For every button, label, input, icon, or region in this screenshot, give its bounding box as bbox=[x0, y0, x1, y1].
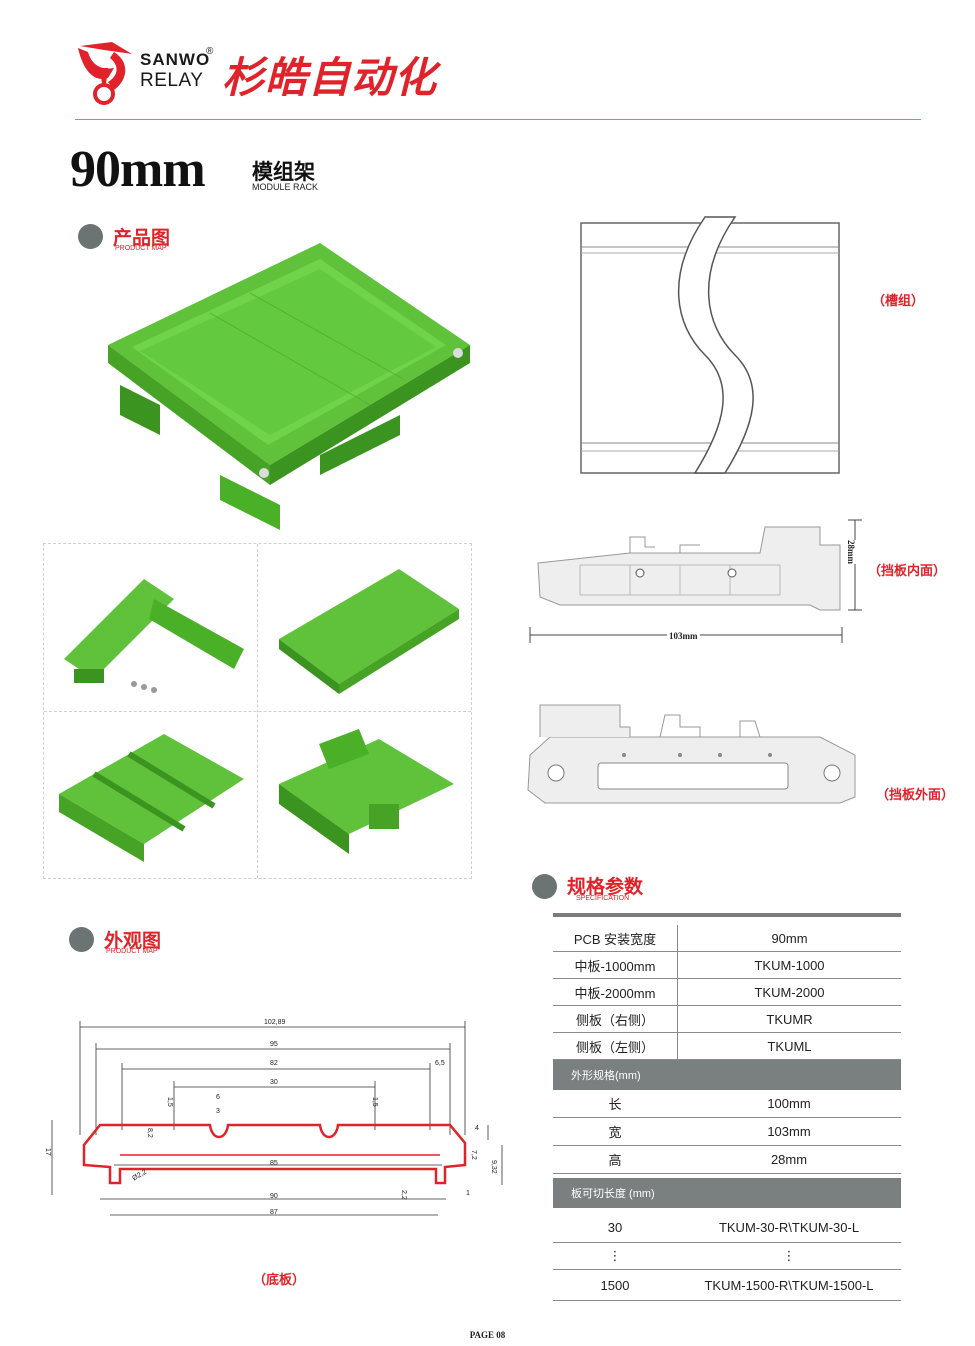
side-panel-photo bbox=[64, 579, 244, 693]
spec-value: TKUM-2000 bbox=[754, 984, 825, 1000]
spec-name: 1500 bbox=[600, 1277, 630, 1293]
dim-87: 87 bbox=[270, 1209, 278, 1216]
section-bullet-icon bbox=[78, 224, 103, 249]
dim-30: 30 bbox=[270, 1079, 278, 1086]
dim-baffle-height: 28mm bbox=[846, 540, 856, 564]
section-title-specification: 规格参数 bbox=[567, 877, 644, 898]
label-baffle-inner: （挡板内面） bbox=[868, 563, 947, 578]
page-title: 90mm bbox=[70, 141, 206, 198]
table-row: 高 28mm bbox=[553, 1146, 901, 1174]
section-subtitle-product-map: PRODUCT MAP bbox=[115, 245, 167, 252]
label-bottom-plate: （底板） bbox=[253, 1272, 306, 1287]
spec-value: TKUM-1000 bbox=[754, 957, 825, 973]
dim-baffle-width: 103mm bbox=[667, 631, 700, 641]
dim-1: 1 bbox=[466, 1190, 470, 1197]
section-title-product-map: 产品图 bbox=[113, 228, 171, 249]
table-row: 侧板（左侧） TKUML bbox=[553, 1033, 901, 1060]
table-row: ⋮⋮ bbox=[553, 1243, 901, 1270]
spec-band-cut: 板可切长度 (mm) bbox=[553, 1178, 901, 1208]
spec-value: ⋮ bbox=[782, 1248, 796, 1263]
header-divider bbox=[75, 119, 921, 120]
page-title-en: MODULE RACK bbox=[252, 182, 319, 192]
section-title-appearance: 外观图 bbox=[104, 931, 162, 952]
dim-1-5-left: 1,5 bbox=[166, 1097, 173, 1107]
baffle-outer-drawing bbox=[527, 704, 856, 804]
spec-name: 宽 bbox=[608, 1125, 622, 1140]
dim-102-89: 102,89 bbox=[264, 1019, 286, 1026]
spec-name: 中板-2000mm bbox=[553, 979, 678, 1005]
bottom-board-photo bbox=[59, 734, 244, 862]
dim-9-32: 9,32 bbox=[490, 1160, 497, 1174]
table-row: 中板-2000mm TKUM-2000 bbox=[553, 979, 901, 1006]
table-row: 中板-1000mm TKUM-1000 bbox=[553, 952, 901, 979]
dim-2-2: 2,2 bbox=[400, 1190, 407, 1200]
slot-group-drawing bbox=[580, 216, 840, 474]
dim-7-2: 7,2 bbox=[470, 1150, 477, 1160]
table-row: PCB 安装宽度 90mm bbox=[553, 925, 901, 952]
page-title-cn: 模组架 bbox=[252, 161, 315, 184]
section-bullet-icon bbox=[69, 927, 94, 952]
dim-3: 3 bbox=[216, 1108, 220, 1115]
spec-name: ⋮ bbox=[608, 1248, 622, 1263]
section-subtitle-specification: SPECIFICATION bbox=[576, 895, 630, 902]
dim-90: 90 bbox=[270, 1193, 278, 1200]
table-row: 1500 TKUM-1500-R\TKUM-1500-L bbox=[553, 1270, 901, 1301]
baffle-inner-drawing bbox=[529, 519, 862, 643]
spec-name: 30 bbox=[607, 1219, 623, 1235]
label-slot-group: （槽组） bbox=[872, 293, 925, 308]
product-photo-grid bbox=[43, 543, 472, 879]
brand-relay: RELAY bbox=[140, 70, 204, 91]
middle-board-photo bbox=[279, 569, 459, 694]
spec-table-top-bar bbox=[553, 913, 901, 917]
spec-name: 侧板（左侧） bbox=[553, 1033, 678, 1059]
spec-value: TKUMR bbox=[766, 1011, 813, 1027]
table-row: 长 100mm bbox=[553, 1090, 901, 1118]
brand-name-cn: 杉皓自动化 bbox=[222, 54, 438, 101]
dim-6-5: 6,5 bbox=[435, 1060, 445, 1067]
dim-6: 6 bbox=[216, 1094, 220, 1101]
spec-name: 长 bbox=[608, 1097, 622, 1112]
spec-table: PCB 安装宽度 90mm 中板-1000mm TKUM-1000 中板-2000m… bbox=[553, 913, 901, 1301]
spec-value: 103mm bbox=[767, 1124, 811, 1139]
dim-82: 82 bbox=[270, 1060, 278, 1067]
spec-band-outline: 外形规格(mm) bbox=[553, 1060, 901, 1090]
dim-1-5-right: 1,5 bbox=[371, 1097, 378, 1107]
sanwo-logo-icon bbox=[78, 42, 132, 105]
dim-8-2: 8,2 bbox=[146, 1128, 153, 1138]
spec-name: 中板-1000mm bbox=[553, 952, 678, 978]
registered-mark: ® bbox=[206, 46, 214, 57]
spec-name: 高 bbox=[608, 1153, 622, 1168]
spec-value: TKUML bbox=[767, 1038, 812, 1054]
spec-value: 28mm bbox=[770, 1152, 808, 1167]
dim-4: 4 bbox=[475, 1125, 479, 1132]
bottom-plate-drawing bbox=[51, 1021, 503, 1216]
spec-value: 90mm bbox=[771, 930, 808, 946]
spec-value: TKUM-30-R\TKUM-30-L bbox=[718, 1219, 860, 1235]
dim-17: 17 bbox=[44, 1148, 51, 1156]
dim-95: 95 bbox=[270, 1041, 278, 1048]
section-subtitle-appearance: PRODUCT MAP bbox=[106, 948, 158, 955]
spec-name: 侧板（右侧） bbox=[553, 1006, 678, 1032]
page-number: PAGE 08 bbox=[469, 1330, 506, 1340]
section-bullet-icon bbox=[532, 874, 557, 899]
label-baffle-outer: （挡板外面） bbox=[876, 787, 955, 802]
brand-name-en: SANWO bbox=[140, 50, 211, 69]
spec-value: 100mm bbox=[767, 1096, 811, 1111]
table-row: 侧板（右侧） TKUMR bbox=[553, 1006, 901, 1033]
spec-value: TKUM-1500-R\TKUM-1500-L bbox=[704, 1277, 874, 1293]
spec-name: PCB 安装宽度 bbox=[553, 925, 678, 951]
dim-85: 85 bbox=[270, 1160, 278, 1167]
assembled-rack-photo bbox=[279, 729, 454, 854]
table-row: 30 TKUM-30-R\TKUM-30-L bbox=[553, 1212, 901, 1243]
product-main-image bbox=[108, 243, 470, 530]
table-row: 宽 103mm bbox=[553, 1118, 901, 1146]
